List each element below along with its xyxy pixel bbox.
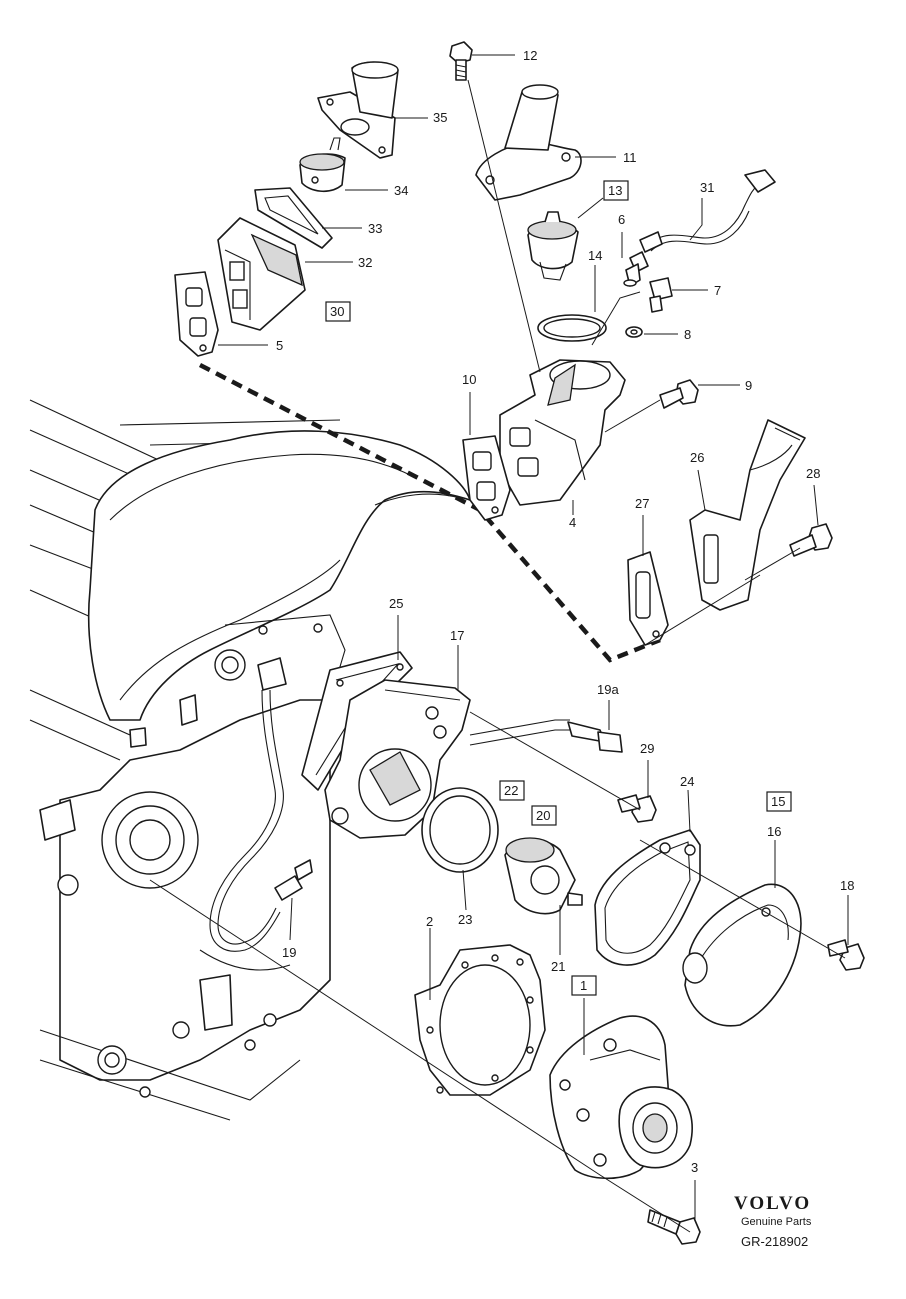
callout-15: 15 xyxy=(771,794,785,809)
callout-15-box xyxy=(766,791,792,812)
callout-8: 8 xyxy=(684,327,691,342)
part-4-thermostat-housing xyxy=(499,359,626,506)
reference-number: GR-218902 xyxy=(741,1234,808,1249)
leader-lines xyxy=(149,54,849,1233)
engine-block xyxy=(29,399,471,1121)
part-34-thermostat xyxy=(299,137,346,192)
part-32-housing xyxy=(217,217,306,331)
part-35-water-outlet xyxy=(317,61,399,159)
callout-18: 18 xyxy=(840,878,854,893)
part-24-gasket xyxy=(594,829,701,966)
callout-20-box xyxy=(531,805,557,826)
part-3-bolt xyxy=(647,1209,701,1245)
callout-19a: 19a xyxy=(597,682,619,697)
part-16-cover xyxy=(682,883,802,1027)
callout-6: 6 xyxy=(618,212,625,227)
part-14-o-ring xyxy=(537,314,607,342)
part-11-elbow xyxy=(475,84,582,201)
callout-7: 7 xyxy=(714,283,721,298)
callout-1: 1 xyxy=(580,978,587,993)
part-8-washer xyxy=(625,326,643,338)
callout-34: 34 xyxy=(394,183,408,198)
callout-21: 21 xyxy=(551,959,565,974)
callout-13: 13 xyxy=(608,183,622,198)
callout-19: 19 xyxy=(282,945,296,960)
part-2-gasket xyxy=(414,944,546,1096)
part-6-sensor xyxy=(623,251,649,287)
callout-3: 3 xyxy=(691,1160,698,1175)
callout-9: 9 xyxy=(745,378,752,393)
part-18-bolt xyxy=(827,939,865,971)
callout-35: 35 xyxy=(433,110,447,125)
part-7-sensor xyxy=(649,277,673,313)
callout-29: 29 xyxy=(640,741,654,756)
callout-26: 26 xyxy=(690,450,704,465)
part-21-thermostat xyxy=(504,837,583,915)
callout-23: 23 xyxy=(458,912,472,927)
callout-12: 12 xyxy=(523,48,537,63)
callout-4: 4 xyxy=(569,515,576,530)
part-1-water-pump xyxy=(549,1015,693,1180)
callout-28: 28 xyxy=(806,466,820,481)
callout-1-box xyxy=(571,975,597,996)
callout-11: 11 xyxy=(623,150,637,165)
assembly-guide-line xyxy=(198,363,661,663)
callout-17: 17 xyxy=(450,628,464,643)
part-31-sensor-cable xyxy=(639,169,776,253)
part-28-bolt xyxy=(789,523,833,557)
brand-tagline: Genuine Parts xyxy=(741,1216,812,1228)
callout-27: 27 xyxy=(635,496,649,511)
callout-25: 25 xyxy=(389,596,403,611)
callout-24: 24 xyxy=(680,774,694,789)
callout-22: 22 xyxy=(504,783,518,798)
part-33-gasket xyxy=(254,187,333,249)
part-12-bolt xyxy=(449,41,473,81)
callout-30-box xyxy=(325,301,351,322)
callout-13-box xyxy=(603,180,629,201)
callout-16: 16 xyxy=(767,824,781,839)
callout-31: 31 xyxy=(700,180,714,195)
part-9-bolt xyxy=(659,379,699,409)
part-5-gasket xyxy=(174,271,219,357)
part-13-thermostat xyxy=(527,211,579,281)
brand-block: VOLVO Genuine Parts GR-218902 xyxy=(734,1193,812,1249)
callout-2: 2 xyxy=(426,914,433,929)
part-23-o-ring xyxy=(421,787,499,873)
part-29-bolt xyxy=(617,794,657,823)
callout-10: 10 xyxy=(462,372,476,387)
callout-5: 5 xyxy=(276,338,283,353)
callout-33: 33 xyxy=(368,221,382,236)
part-19a-connector-pipe xyxy=(469,719,623,753)
callout-32: 32 xyxy=(358,255,372,270)
callout-30: 30 xyxy=(330,304,344,319)
callout-labels: 12 35 11 34 13 31 33 6 32 14 7 30 5 8 10… xyxy=(276,48,854,1175)
brand-logo: VOLVO xyxy=(734,1193,811,1214)
part-27-gasket xyxy=(627,551,669,646)
part-10-gasket xyxy=(462,435,511,521)
callout-20: 20 xyxy=(536,808,550,823)
callout-14: 14 xyxy=(588,248,602,263)
callout-22-box xyxy=(499,780,525,801)
part-26-coolant-pipe xyxy=(689,419,806,611)
